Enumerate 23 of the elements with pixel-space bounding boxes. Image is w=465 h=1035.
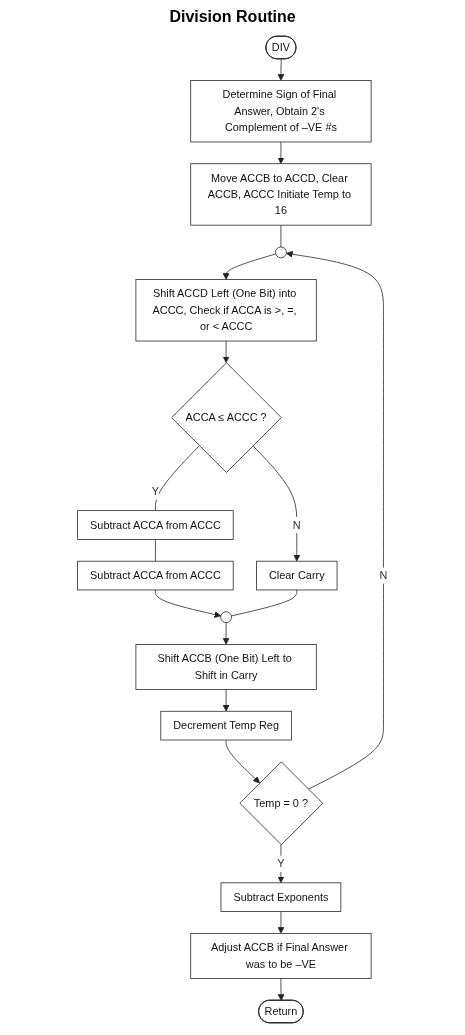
edge-label: N <box>379 568 388 582</box>
connector <box>280 224 282 248</box>
node-box: Subtract Exponents <box>220 882 342 912</box>
node-diamond: ACCA ≤ ACCC ? <box>171 362 282 473</box>
connector <box>231 589 298 617</box>
node-box: Subtract ACCA from ACCC <box>77 510 234 540</box>
node-diamond: Temp = 0 ? <box>239 761 324 846</box>
node-box: Adjust ACCB if Final Answer was to be –VE <box>190 932 372 979</box>
connector <box>155 445 200 512</box>
node-box: Clear Carry <box>256 560 338 591</box>
node-circle <box>220 611 232 623</box>
connector <box>155 539 156 562</box>
node-box: Subtract ACCA from ACCC <box>77 560 234 591</box>
node-box: Determine Sign of Final Answer, Obtain 2's Complement of –VE #s <box>190 80 372 143</box>
edge-label: Y <box>277 857 285 870</box>
edge-label: N <box>292 518 301 531</box>
diagram-title: Division Routine <box>169 8 296 26</box>
edge-label: Y <box>151 484 160 498</box>
node-box: Move ACCB to ACCD, Clear ACCB, ACCC Initiate Temp to 16 <box>190 163 372 226</box>
node-box: Shift ACCD Left (One Bit) into ACCC, Check if ACCA is >, =, or < ACCC <box>135 279 317 342</box>
node-box: Decrement Temp Reg <box>160 710 292 741</box>
node-box: Shift ACCB (One Bit) Left to Shift in Carry <box>135 644 317 690</box>
node-circle <box>275 246 287 259</box>
